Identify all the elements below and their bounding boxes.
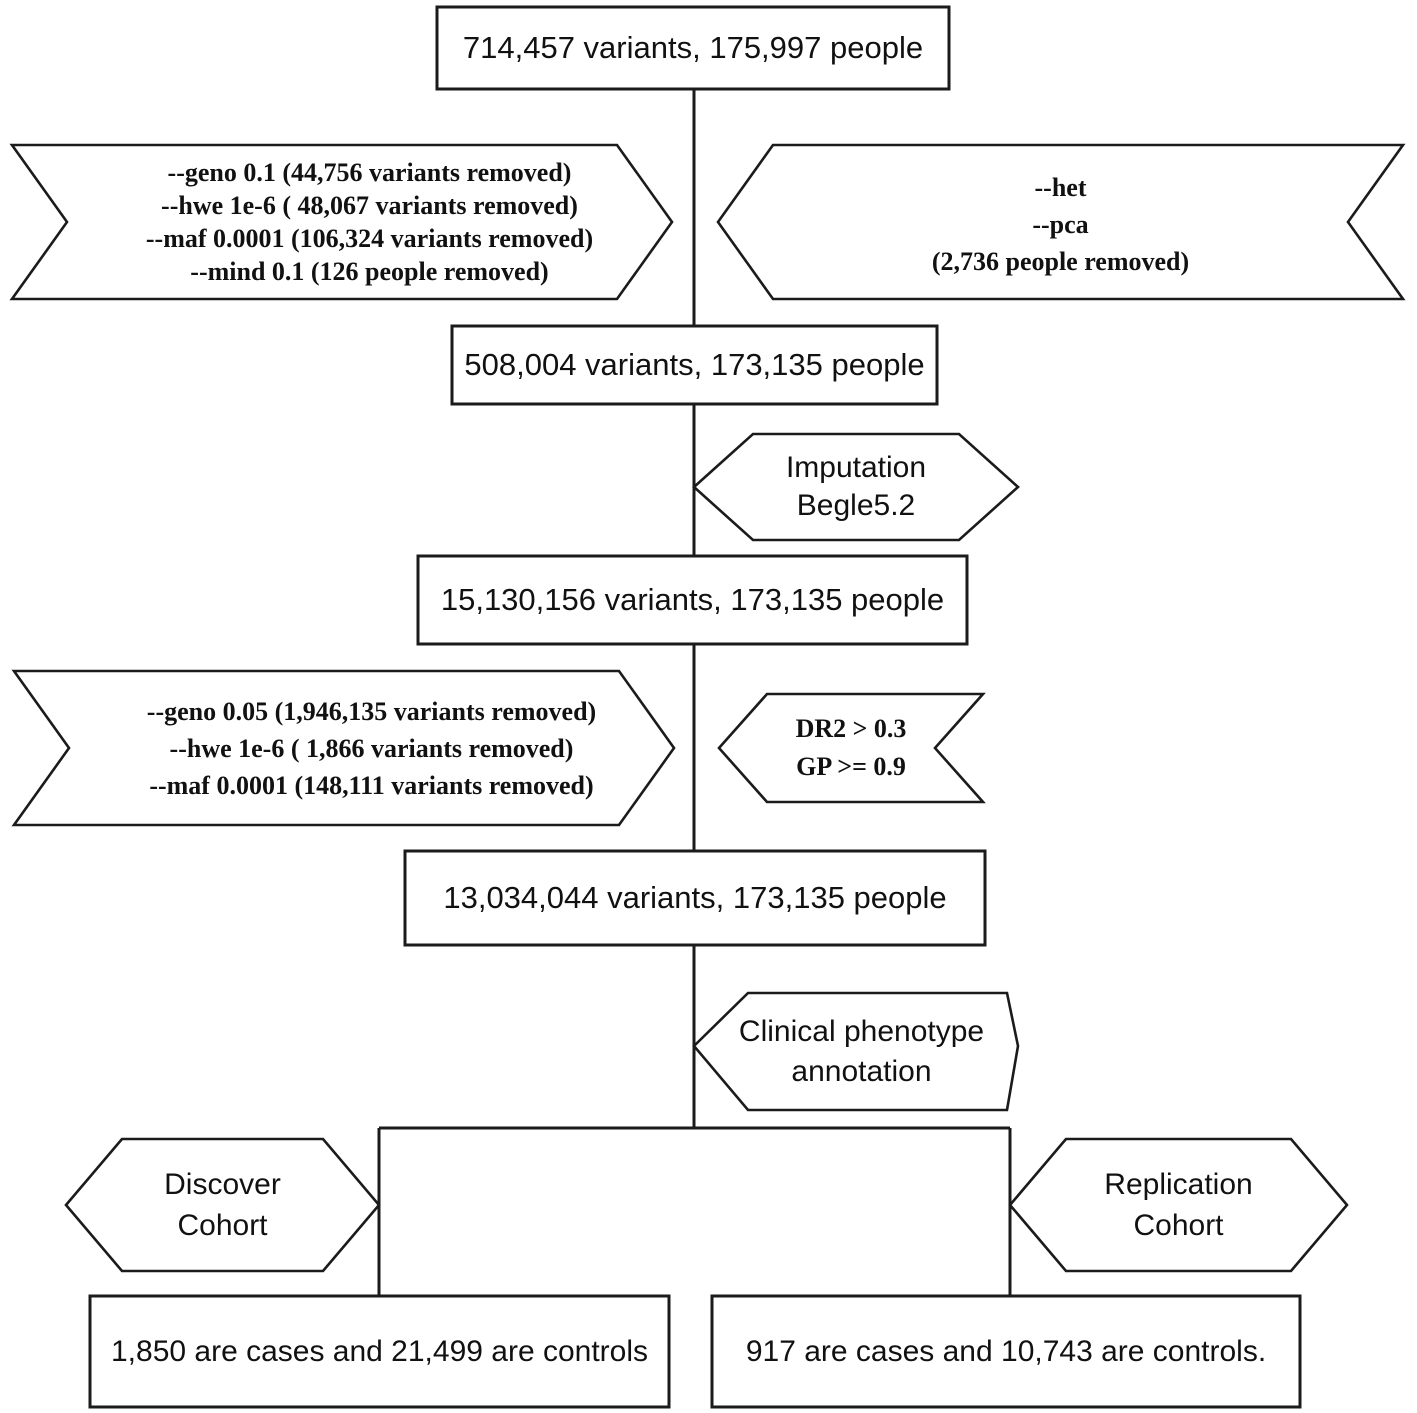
box-imputed-shape <box>416 554 969 646</box>
hex-discovery-shape <box>64 1137 381 1273</box>
banner-qc2-left-shape <box>11 669 676 827</box>
box-after-qc1-shape <box>450 324 939 406</box>
banner-qc1-left-shape <box>9 143 674 301</box>
banner-qc1-right-shape <box>716 143 1406 301</box>
hex-replication-shape <box>1008 1137 1349 1273</box>
box-discovery-counts-shape <box>88 1294 671 1409</box>
banner-qc2-right-shape <box>717 692 986 804</box>
hex-phenotype-shape <box>692 991 1020 1112</box>
box-initial-shape <box>435 5 951 91</box>
hex-imputation-shape <box>692 432 1020 542</box>
box-after-qc2-shape <box>403 849 987 947</box>
box-replication-counts-shape <box>710 1294 1302 1409</box>
